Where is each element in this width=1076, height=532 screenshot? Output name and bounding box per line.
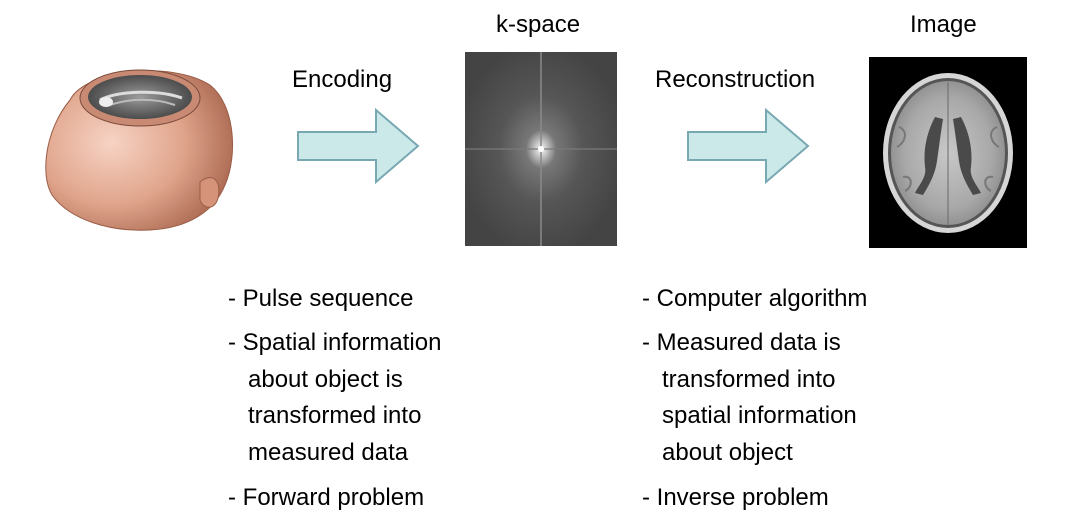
kspace-label: k-space: [496, 11, 581, 38]
head-illustration: [40, 60, 240, 235]
list-item: - Spatial information about object is tr…: [228, 325, 441, 471]
list-item: - Inverse problem: [642, 480, 829, 517]
list-line: - Forward problem: [228, 484, 425, 511]
reconstruction-label: Reconstruction: [655, 66, 816, 93]
list-line: - Spatial information: [228, 329, 442, 356]
encoding-arrow-icon: [296, 108, 420, 184]
kspace-image: [465, 52, 617, 246]
encoding-label: Encoding: [292, 66, 393, 93]
list-item: - Measured data is transformed into spat…: [642, 325, 857, 471]
list-line: - Measured data is: [642, 329, 841, 356]
image-label: Image: [910, 11, 977, 38]
reconstruction-arrow-icon: [686, 108, 810, 184]
mri-brain-image: [869, 57, 1027, 248]
list-line: spatial information: [662, 402, 857, 429]
list-item: - Pulse sequence: [228, 281, 413, 318]
list-line: transformed into: [662, 365, 836, 393]
list-line: transformed into: [248, 402, 422, 429]
list-line: measured data: [248, 438, 409, 466]
list-item: - Forward problem: [228, 480, 424, 517]
list-line: - Inverse problem: [642, 484, 829, 511]
list-line: about object: [662, 438, 793, 466]
list-line: about object is: [248, 365, 403, 393]
list-line: - Computer algorithm: [642, 285, 868, 312]
list-line: - Pulse sequence: [228, 285, 414, 312]
list-item: - Computer algorithm: [642, 281, 867, 318]
